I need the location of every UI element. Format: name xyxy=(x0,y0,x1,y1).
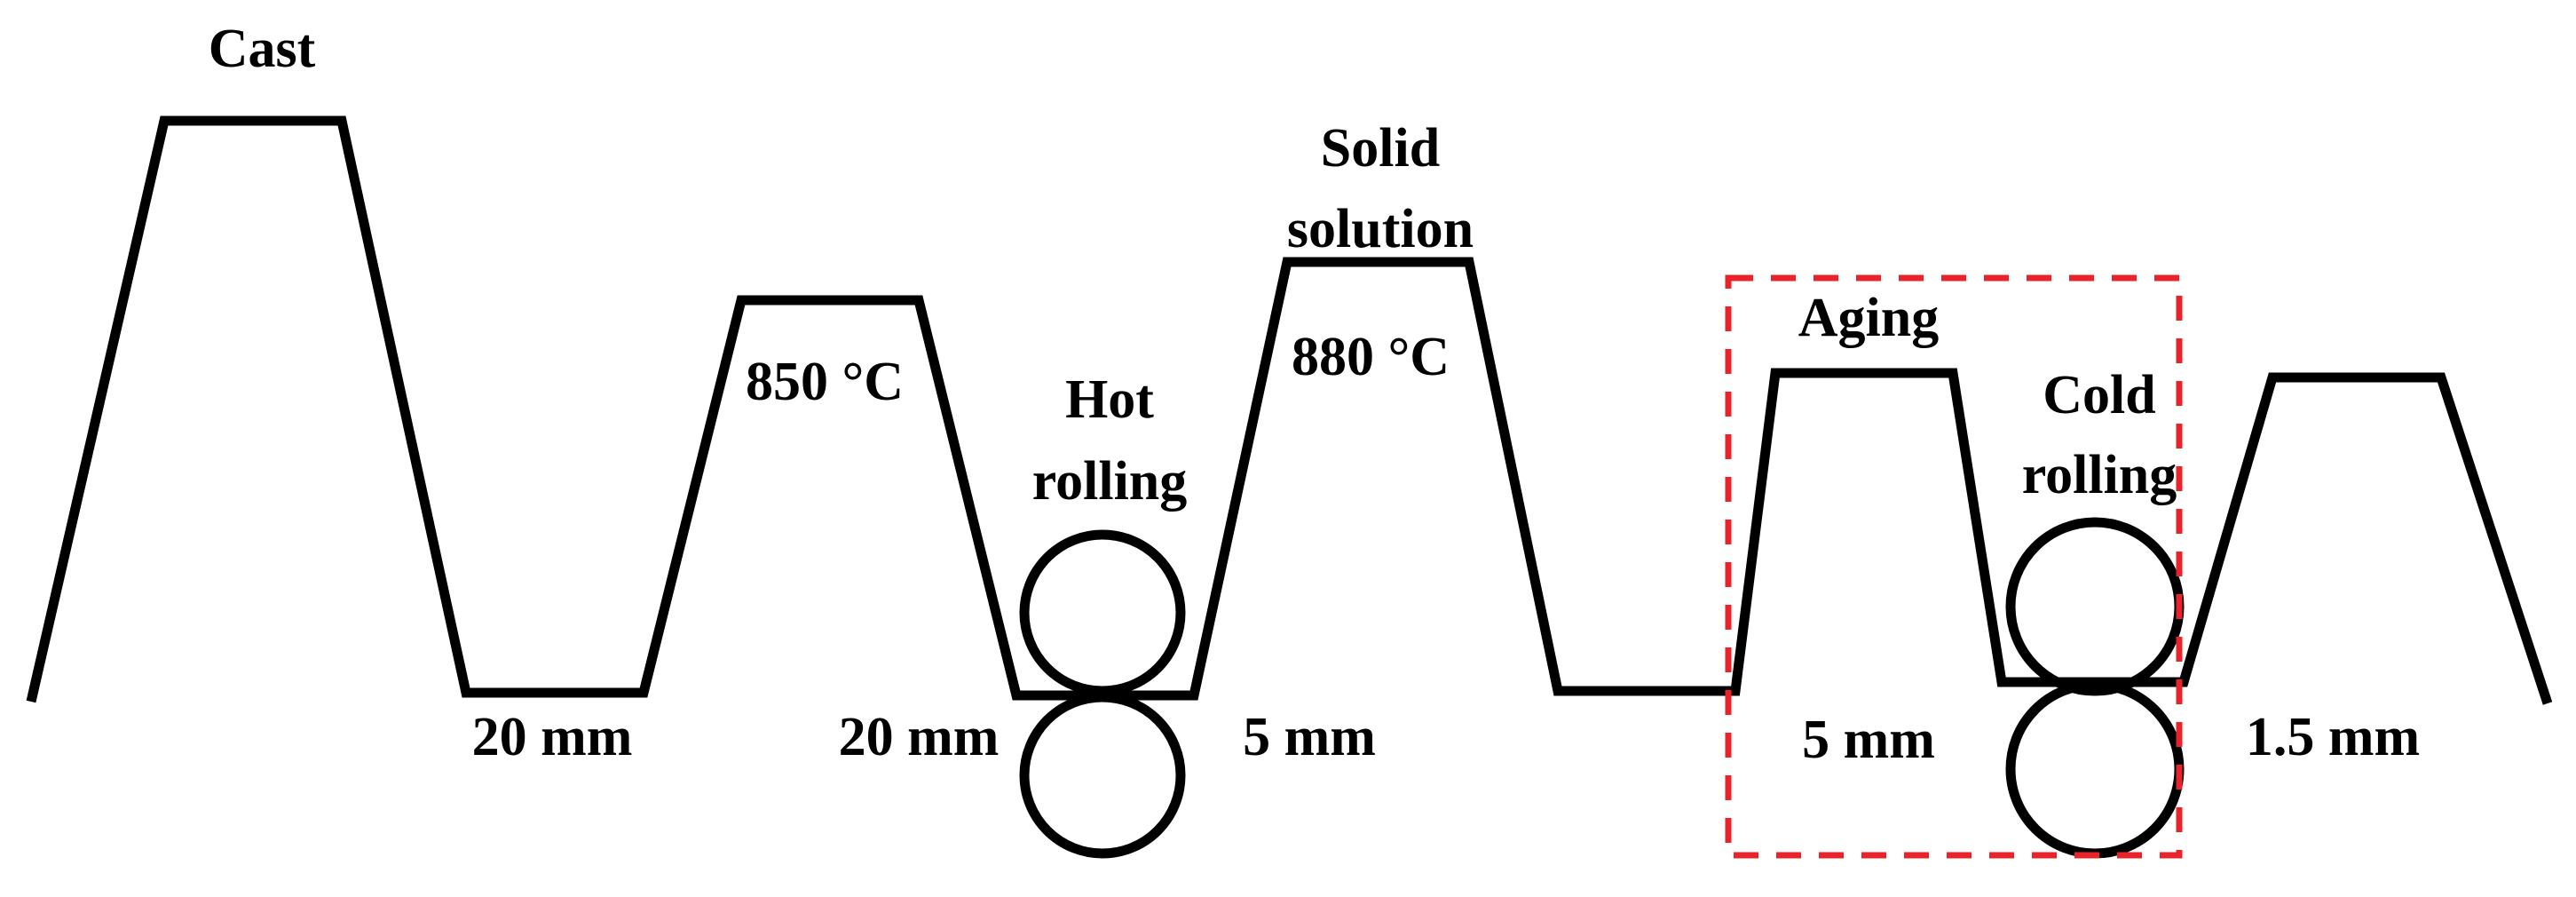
process-path-line xyxy=(26,115,2553,705)
label-cast: Cast xyxy=(209,19,316,79)
label-hot-rolling-line2: rolling xyxy=(1032,451,1188,512)
label-cold-rolling-line2: rolling xyxy=(2022,445,2177,505)
label-thickness-after-cast: 20 mm xyxy=(472,707,633,767)
label-temp-hot-rolling: 850 °C xyxy=(746,352,904,412)
label-solid-solution-line2: solution xyxy=(1287,199,1474,259)
label-thickness-after-hot-rolling: 5 mm xyxy=(1243,707,1376,767)
label-temp-solid-solution: 880 °C xyxy=(1292,327,1450,387)
hot-rolling-roller-bottom xyxy=(1019,692,1186,859)
cold-rolling-roller-bottom xyxy=(2005,679,2185,859)
highlight-dashed-box xyxy=(1725,274,2183,859)
label-aging: Aging xyxy=(1798,288,1939,348)
label-thickness-before-cold-rolling: 5 mm xyxy=(1802,710,1935,770)
label-thickness-after-cold-rolling: 1.5 mm xyxy=(2246,707,2420,767)
label-hot-rolling-line1: Hot xyxy=(1065,369,1154,430)
label-cold-rolling-line1: Cold xyxy=(2043,365,2155,425)
cold-rolling-roller-top xyxy=(2005,517,2185,696)
label-solid-solution-line1: Solid xyxy=(1321,118,1440,179)
label-thickness-before-hot-rolling: 20 mm xyxy=(839,707,1000,767)
hot-rolling-roller-top xyxy=(1019,529,1186,696)
